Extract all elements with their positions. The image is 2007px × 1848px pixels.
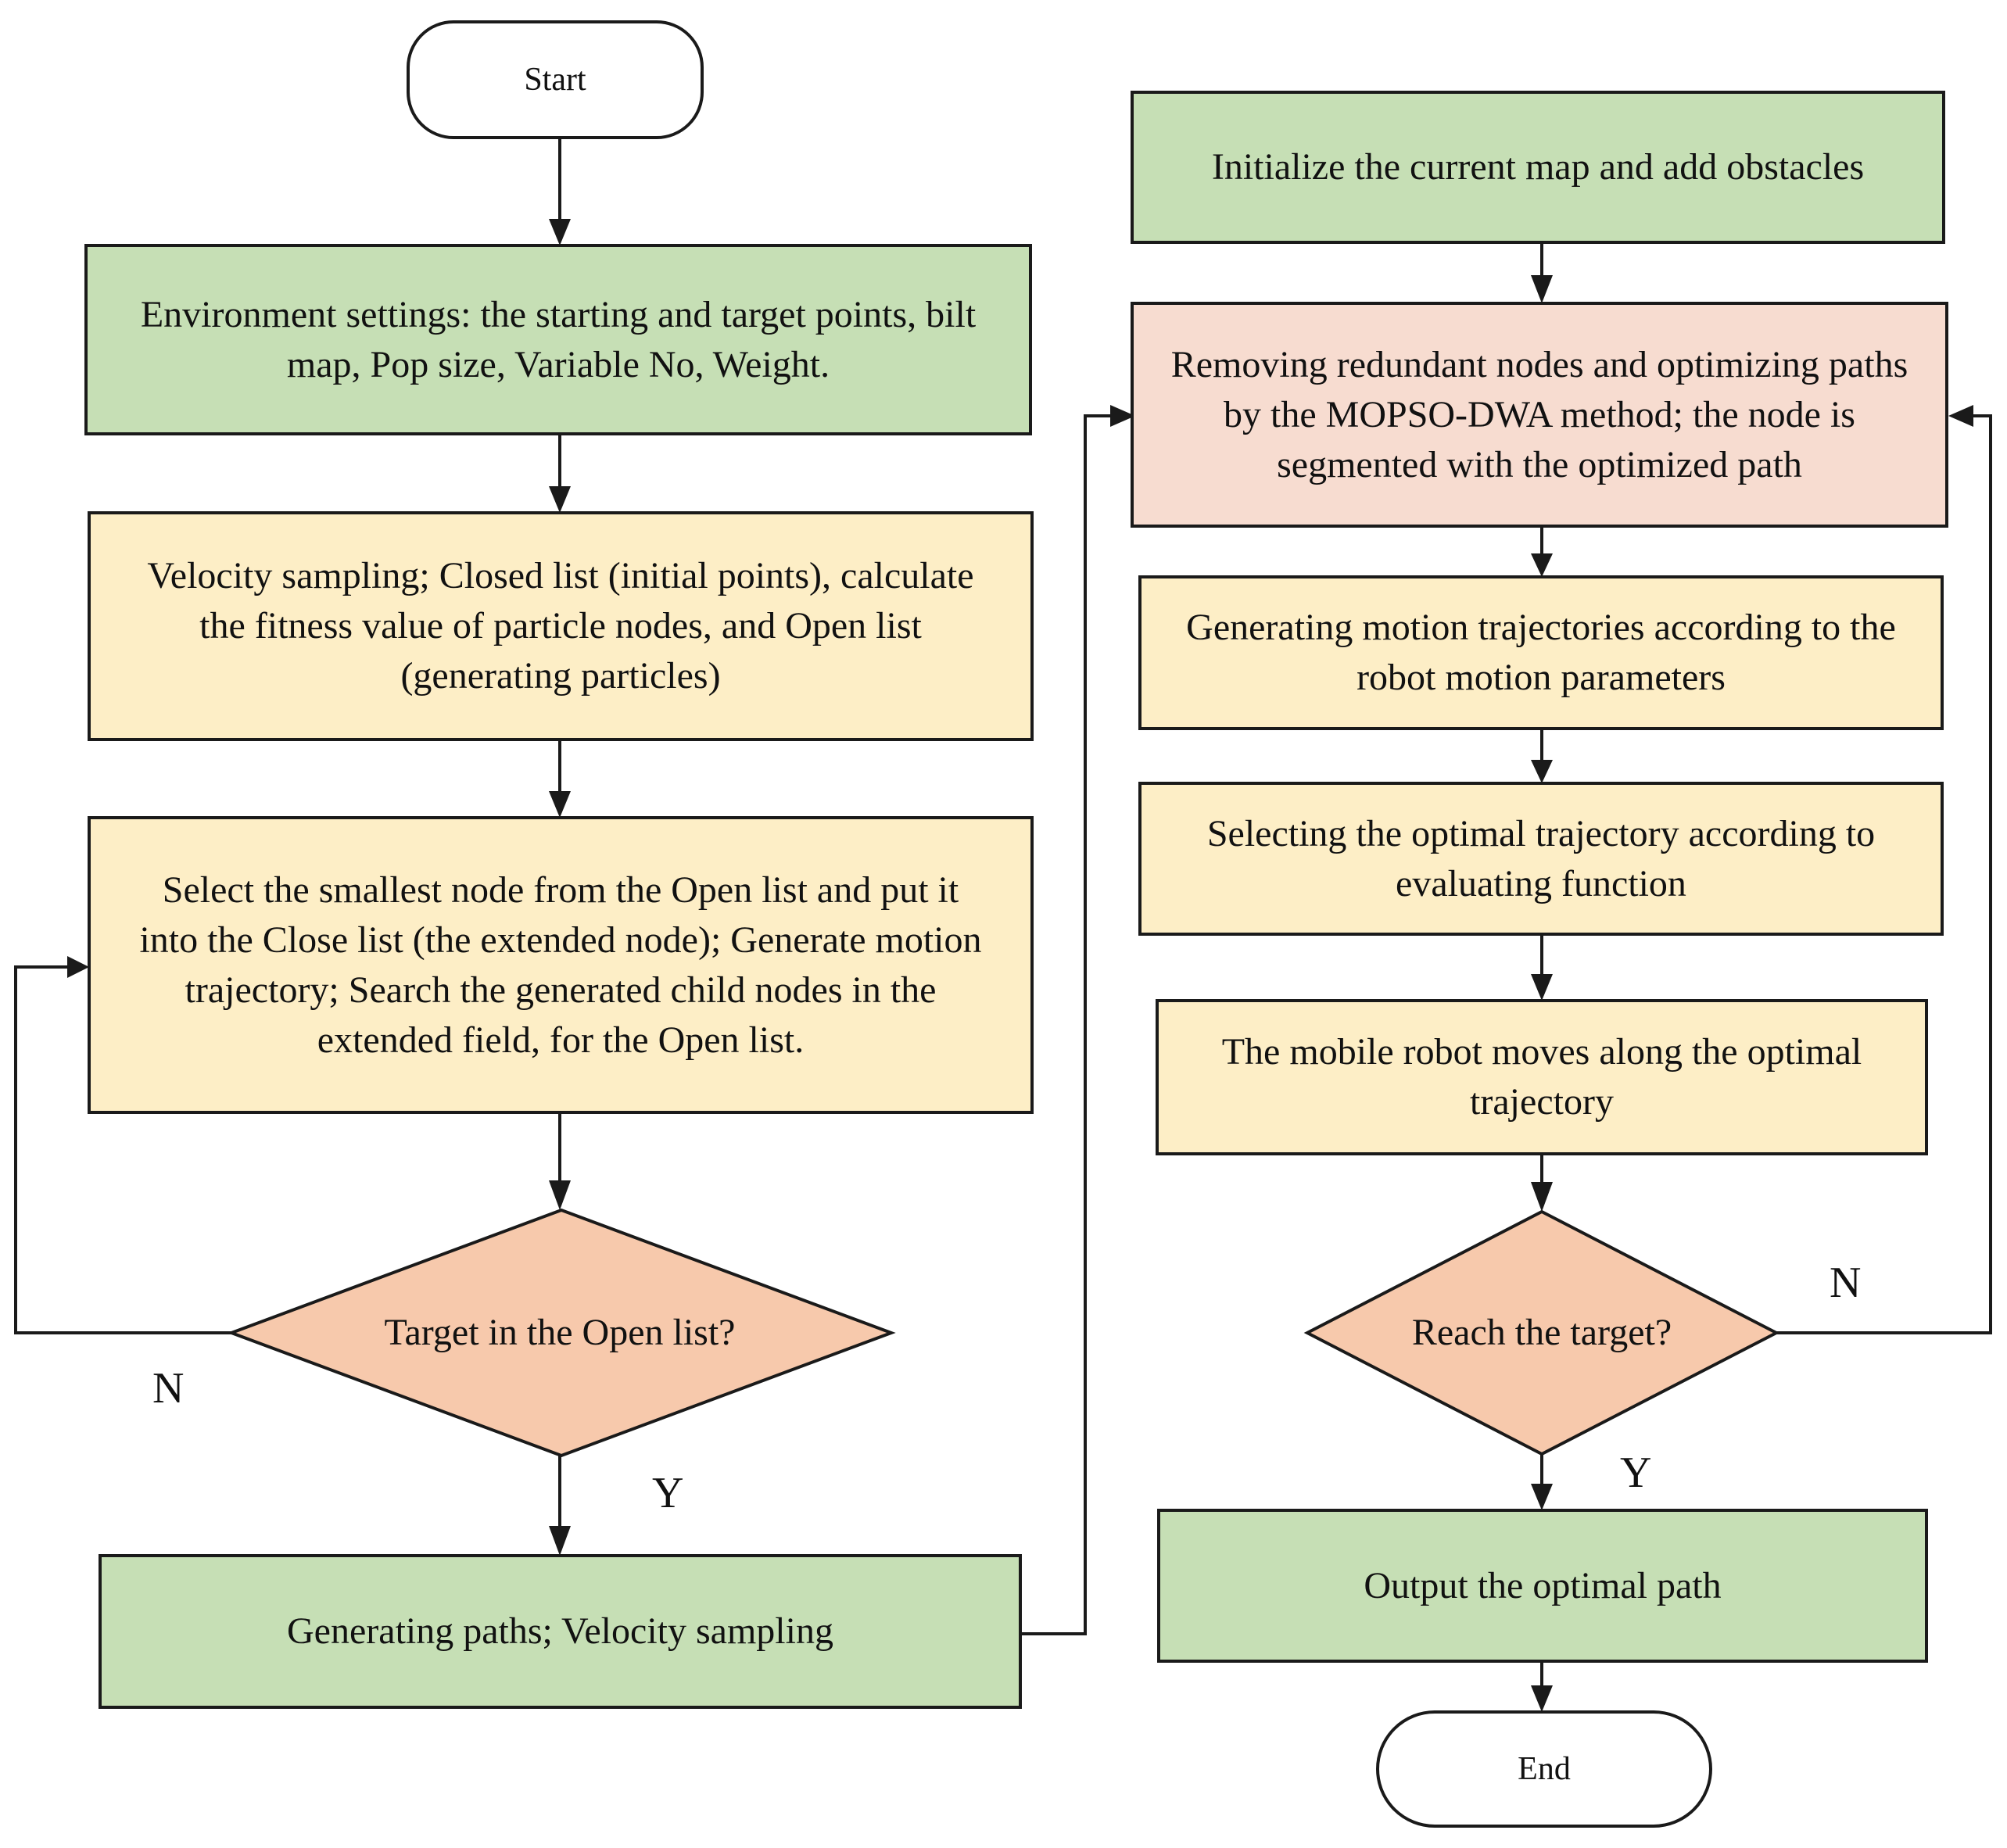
- connector-generate-to-remove: [1022, 414, 1113, 1635]
- target-in-open-list-label: Target in the Open list?: [384, 1312, 736, 1353]
- arrowhead-velocity: [549, 486, 571, 513]
- arrowhead-select: [549, 791, 571, 818]
- start-terminal: Start: [407, 20, 704, 139]
- arrowhead-generate-traj: [1531, 553, 1553, 577]
- initialize-map-box: Initialize the current map and add obsta…: [1131, 91, 1945, 244]
- arrowhead-generate: [549, 1526, 571, 1556]
- select-node-box: Select the smallest node from the Open l…: [88, 816, 1034, 1114]
- arrowhead-loop-left: [67, 956, 89, 978]
- arrowhead-decision-left: [549, 1180, 571, 1210]
- decision-left-no-label: N: [152, 1364, 185, 1413]
- selecting-trajectory-box: Selecting the optimal trajectory accordi…: [1138, 782, 1944, 936]
- arrowhead-environment: [549, 219, 571, 245]
- decision-right-yes-label: Y: [1620, 1449, 1652, 1497]
- generating-trajectories-box: Generating motion trajectories according…: [1138, 575, 1944, 730]
- connector-reach-no-loop: [1776, 414, 1992, 1334]
- arrowhead-output: [1531, 1484, 1553, 1510]
- end-terminal: End: [1376, 1710, 1712, 1828]
- robot-moves-box: The mobile robot moves along the optimal…: [1156, 999, 1928, 1155]
- arrowhead-remove: [1531, 275, 1553, 303]
- arrowhead-end: [1531, 1685, 1553, 1712]
- generating-paths-box: Generating paths; Velocity sampling: [99, 1554, 1022, 1709]
- arrowhead-select-traj: [1531, 760, 1553, 783]
- output-optimal-path-box: Output the optimal path: [1157, 1509, 1928, 1663]
- connector-decision-no-loop: [14, 965, 231, 1334]
- decision-right-no-label: N: [1830, 1259, 1862, 1307]
- environment-settings-box: Environment settings: the starting and t…: [84, 244, 1032, 435]
- velocity-sampling-box: Velocity sampling; Closed list (initial …: [88, 511, 1034, 741]
- remove-redundant-nodes-box: Removing redundant nodes and optimizing …: [1131, 302, 1948, 528]
- arrowhead-robot: [1531, 974, 1553, 1001]
- arrowhead-loop-right: [1948, 405, 1973, 427]
- reach-target-label: Reach the target?: [1411, 1312, 1672, 1353]
- arrowhead-into-remove: [1110, 405, 1135, 427]
- decision-left-yes-label: Y: [652, 1469, 684, 1517]
- arrowhead-decision-right: [1531, 1182, 1553, 1212]
